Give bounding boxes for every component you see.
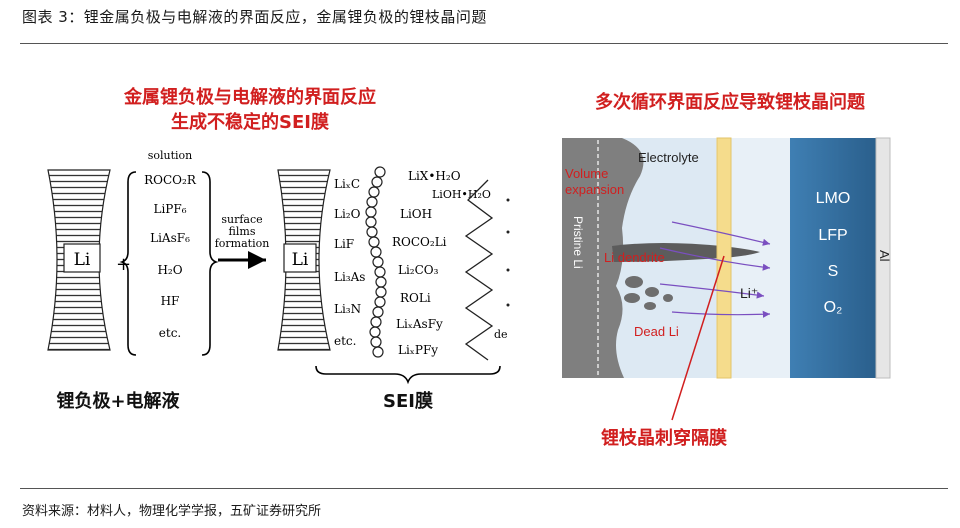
- solution-item: HF: [161, 294, 180, 308]
- sei-particle-chain: [365, 166, 387, 358]
- solution-list: ROCO₂R LiPF₆ LiAsF₆ H₂O HF etc.: [144, 173, 197, 340]
- sei-compound: etc.: [334, 334, 356, 348]
- volume-label-line2: expansion: [565, 182, 624, 197]
- sei-compound: LiF: [334, 237, 354, 251]
- arrow-label-line: formation: [215, 237, 270, 250]
- sei-brace: [315, 365, 501, 385]
- dead-li-label: Dead Li: [634, 324, 679, 339]
- sei-inner-layer: LiₓC Li₂O LiF Li₃As Li₃N etc.: [334, 177, 365, 348]
- sei-compound: ROLi: [400, 291, 431, 305]
- sei-compound: Li₃N: [334, 302, 361, 316]
- sei-trailing-text: de: [494, 328, 508, 341]
- top-divider: [20, 43, 948, 44]
- solution-bracket-right: [201, 171, 219, 356]
- cathode-label: LMO: [816, 190, 851, 207]
- sei-zigzag: [464, 179, 494, 361]
- dead-li-particles: [624, 276, 673, 310]
- pierce-pointer-line: [671, 255, 725, 421]
- sei-compound: Li₃As: [334, 270, 365, 284]
- bottom-divider: [20, 488, 948, 489]
- pristine-label: Pristine Li: [571, 216, 585, 269]
- left-heading-line2: 生成不稳定的SEI膜: [171, 111, 329, 133]
- dendrite-label: Li dendrite: [604, 250, 665, 265]
- solution-item: LiPF₆: [153, 202, 186, 216]
- solution-item: LiAsF₆: [150, 231, 190, 245]
- sei-compound: LiX•H₂O: [408, 169, 461, 183]
- volume-label-line1: Volume: [565, 166, 608, 181]
- solution-item: ROCO₂R: [144, 173, 197, 187]
- sei-outer-layer: LiX•H₂O LiOH•H₂O LiOH ROCO₂Li Li₂CO₃ ROL…: [392, 169, 491, 357]
- solution-bracket-left: [119, 171, 137, 356]
- arrow-label-line: films: [229, 225, 256, 238]
- pierce-caption: 锂枝晶刺穿隔膜: [601, 427, 727, 449]
- li-result-label-box: [283, 243, 317, 273]
- caption-anode-electrolyte: 锂负极+电解液: [56, 390, 180, 412]
- cathode-labels: LMO LFP S O₂: [816, 190, 851, 316]
- sei-compound: LiₓPFy: [398, 343, 438, 357]
- solution-item: H₂O: [157, 263, 182, 277]
- plus-sign: +: [116, 254, 131, 275]
- right-heading: 多次循环界面反应导致锂枝晶问题: [595, 91, 866, 113]
- cathode-label: S: [828, 263, 839, 280]
- al-label: Al: [877, 250, 892, 262]
- figure-title: 图表 3：锂金属负极与电解液的界面反应，金属锂负极的锂枝晶问题: [22, 8, 487, 26]
- sei-compound: LiOH: [400, 207, 432, 221]
- cathode-label: LFP: [818, 227, 847, 244]
- sei-compound: LiₓC: [334, 177, 360, 191]
- solution-header: solution: [148, 149, 193, 162]
- li-result-label: Li: [292, 250, 309, 270]
- sei-compound: Li₂O: [334, 207, 361, 221]
- sei-compound: LiₓAsFy: [396, 317, 443, 331]
- arrow-label: surface films formation: [215, 213, 270, 250]
- electrolyte-label: Electrolyte: [638, 150, 699, 165]
- solution-item: etc.: [159, 326, 181, 340]
- sei-compound: Li₂CO₃: [398, 263, 439, 277]
- lithium-anode: [562, 138, 644, 378]
- li-ion-label: Li⁺: [740, 285, 758, 301]
- sei-compound: LiOH•H₂O: [432, 188, 491, 201]
- arrow-label-line: surface: [221, 213, 262, 226]
- source-note: 资料来源：材料人，物理化学学报，五矿证券研究所: [22, 504, 322, 519]
- cathode: [790, 138, 876, 378]
- li-ion-arrows: [659, 221, 771, 318]
- li-electrode-label: Li: [74, 250, 91, 270]
- caption-sei: SEI膜: [383, 390, 433, 412]
- al-current-collector: [875, 137, 891, 379]
- li-label-box: [63, 243, 101, 273]
- sei-compound: ROCO₂Li: [392, 235, 447, 249]
- sei-dots: [506, 198, 510, 307]
- left-heading-line1: 金属锂负极与电解液的界面反应: [123, 86, 376, 108]
- cathode-label: O₂: [824, 299, 843, 316]
